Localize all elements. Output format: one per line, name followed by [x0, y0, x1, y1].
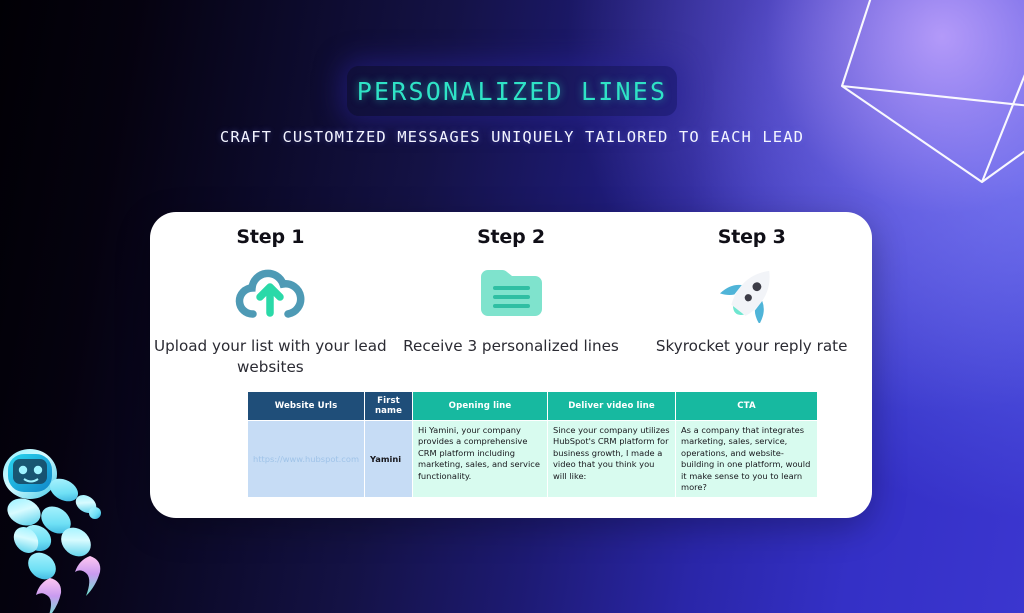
wireframe-polygon-icon [840, 0, 1024, 184]
cell-cta: As a company that integrates marketing, … [675, 419, 818, 499]
step-2: Step 2 Receive 3 personalized lines [391, 226, 632, 378]
column-header-opening-line: Opening line [412, 391, 548, 421]
page-subtitle: CRAFT CUSTOMIZED MESSAGES UNIQUELY TAILO… [219, 128, 805, 146]
step-3: Step 3 Skyrocket your reply rate [631, 226, 872, 378]
step-3-icon-wrap [715, 262, 789, 324]
cell-opening-line: Hi Yamini, your company provides a compr… [412, 419, 548, 499]
step-2-caption: Receive 3 personalized lines [403, 337, 619, 355]
column-header-deliver-video-line: Deliver video line [547, 391, 676, 421]
steps-row: Step 1 Upload your list with your lead w… [150, 226, 872, 378]
table-header-row: Website Urls First name Opening line Del… [247, 391, 818, 421]
cell-deliver-video-line: Since your company utilizes HubSpot's CR… [547, 419, 676, 499]
steps-card: Step 1 Upload your list with your lead w… [150, 212, 872, 518]
headline-pill: PERSONALIZED LINES [347, 66, 677, 116]
column-header-first-name: First name [364, 391, 413, 421]
cloud-upload-icon [236, 269, 305, 318]
step-1-caption: Upload your list with your lead websites [153, 337, 387, 376]
cell-website-url[interactable]: https://www.hubspot.com [247, 419, 365, 499]
step-2-icon-wrap [475, 262, 547, 324]
step-1-icon-wrap [233, 262, 307, 324]
step-1-title: Step 1 [236, 226, 305, 248]
leads-table: Website Urls First name Opening line Del… [247, 391, 818, 499]
robot-illustration [3, 449, 101, 613]
step-3-caption: Skyrocket your reply rate [655, 337, 848, 355]
column-header-cta: CTA [675, 391, 818, 421]
cell-first-name: Yamini [364, 419, 413, 499]
folder-lines-icon [481, 269, 542, 316]
column-header-website-urls: Website Urls [247, 391, 365, 421]
step-1: Step 1 Upload your list with your lead w… [150, 226, 391, 378]
page-title: PERSONALIZED LINES [356, 76, 668, 106]
table-row: https://www.hubspot.com Yamini Hi Yamini… [247, 419, 818, 499]
step-3-title: Step 3 [717, 226, 786, 248]
rocket-icon [719, 270, 770, 323]
step-2-title: Step 2 [477, 226, 545, 248]
